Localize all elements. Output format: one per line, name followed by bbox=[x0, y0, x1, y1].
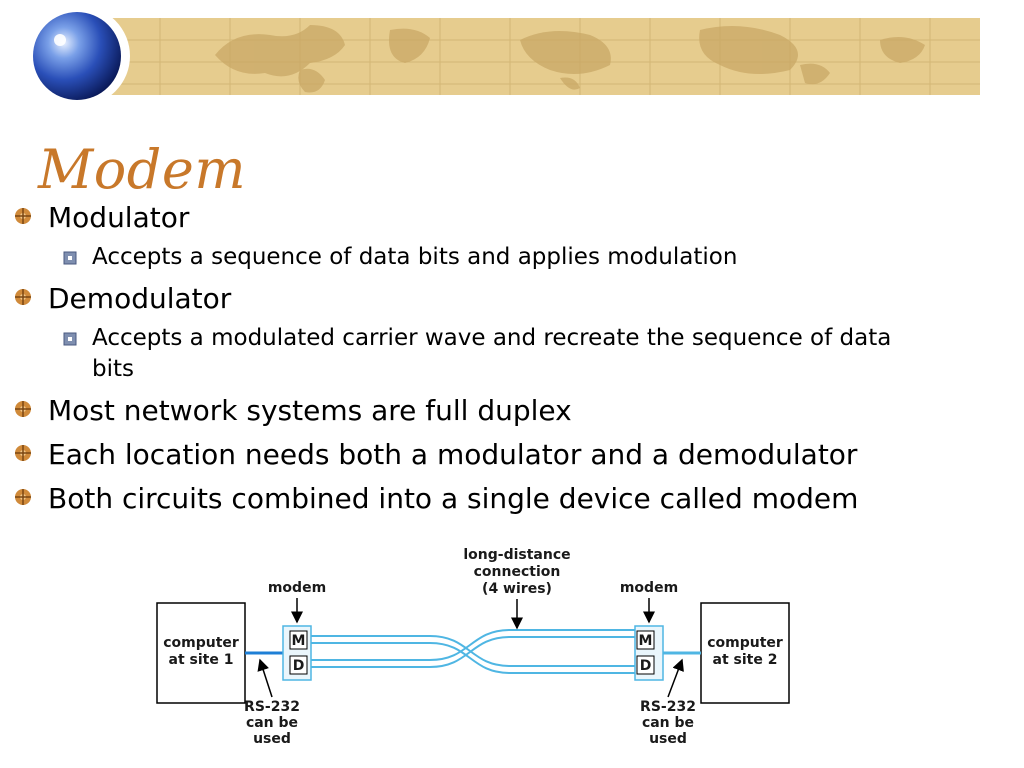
four-wire-connection bbox=[311, 629, 635, 674]
rs232-right-caption-line1: RS-232 bbox=[640, 699, 696, 715]
rs232-left-caption-line3: used bbox=[253, 731, 291, 747]
rs232-left-caption-line1: RS-232 bbox=[244, 699, 300, 715]
bullet-item: Most network systems are full duplex bbox=[12, 393, 1012, 429]
orange-globe-bullet-icon bbox=[15, 489, 31, 505]
orange-globe-bullet-icon bbox=[15, 208, 31, 224]
orange-globe-bullet-icon bbox=[15, 401, 31, 417]
connection-caption-line1: long-distance bbox=[463, 547, 570, 563]
computer-site-2-box bbox=[700, 602, 790, 704]
computer-site-2-label-line2: at site 2 bbox=[713, 652, 778, 668]
bullet-text: Each location needs both a modulator and… bbox=[48, 438, 858, 471]
computer-site-1-label-line1: computer bbox=[163, 635, 239, 651]
rs232-right-caption-line2: can be bbox=[642, 715, 694, 731]
sub-bullet-item: Accepts a sequence of data bits and appl… bbox=[62, 242, 1012, 273]
computer-site-2-label-line1: computer bbox=[707, 635, 783, 651]
computer-site-1-label-line2: at site 1 bbox=[169, 652, 234, 668]
modem-left-caption: modem bbox=[268, 580, 326, 596]
bullet-item: Modulator bbox=[12, 200, 1012, 236]
header-banner bbox=[30, 6, 980, 106]
modem-right-caption: modem bbox=[620, 580, 678, 596]
bullet-list: Modulator Accepts a sequence of data bit… bbox=[12, 200, 1012, 517]
bullet-text: Both circuits combined into a single dev… bbox=[48, 482, 859, 515]
bullet-item: Each location needs both a modulator and… bbox=[12, 437, 1012, 473]
square-sub-bullet-icon bbox=[63, 251, 77, 265]
square-sub-bullet-icon bbox=[63, 332, 77, 346]
bullet-item: Demodulator bbox=[12, 281, 1012, 317]
bullet-text: Most network systems are full duplex bbox=[48, 394, 572, 427]
page-title: Modem bbox=[38, 138, 247, 201]
modem-left-d-label: D bbox=[293, 658, 305, 674]
orange-globe-bullet-icon bbox=[15, 289, 31, 305]
connection-caption-line2: connection bbox=[474, 564, 561, 580]
modem-left-m-label: M bbox=[292, 633, 306, 649]
modem-left-m-cell bbox=[289, 630, 308, 650]
bullet-text: Demodulator bbox=[48, 282, 232, 315]
bullet-text: Modulator bbox=[48, 201, 190, 234]
rs232-right-caption-line3: used bbox=[649, 731, 687, 747]
modem-right-d-label: D bbox=[640, 658, 652, 674]
modem-left-d-cell bbox=[289, 655, 308, 675]
orange-globe-bullet-icon bbox=[15, 445, 31, 461]
rs232-left-caption-line2: can be bbox=[246, 715, 298, 731]
modem-right-m-label: M bbox=[639, 633, 653, 649]
bullet-item: Both circuits combined into a single dev… bbox=[12, 481, 1012, 517]
modem-diagram: computer at site 1 computer at site 2 M … bbox=[156, 547, 790, 747]
sub-bullet-text: Accepts a sequence of data bits and appl… bbox=[92, 244, 738, 270]
modem-right-d-cell bbox=[636, 655, 655, 675]
sub-bullet-text: Accepts a modulated carrier wave and rec… bbox=[92, 325, 892, 382]
map-continents bbox=[215, 25, 925, 93]
modem-right-m-cell bbox=[636, 630, 655, 650]
connection-caption-line3: (4 wires) bbox=[482, 581, 552, 597]
sub-bullet-item: Accepts a modulated carrier wave and rec… bbox=[62, 323, 1012, 385]
